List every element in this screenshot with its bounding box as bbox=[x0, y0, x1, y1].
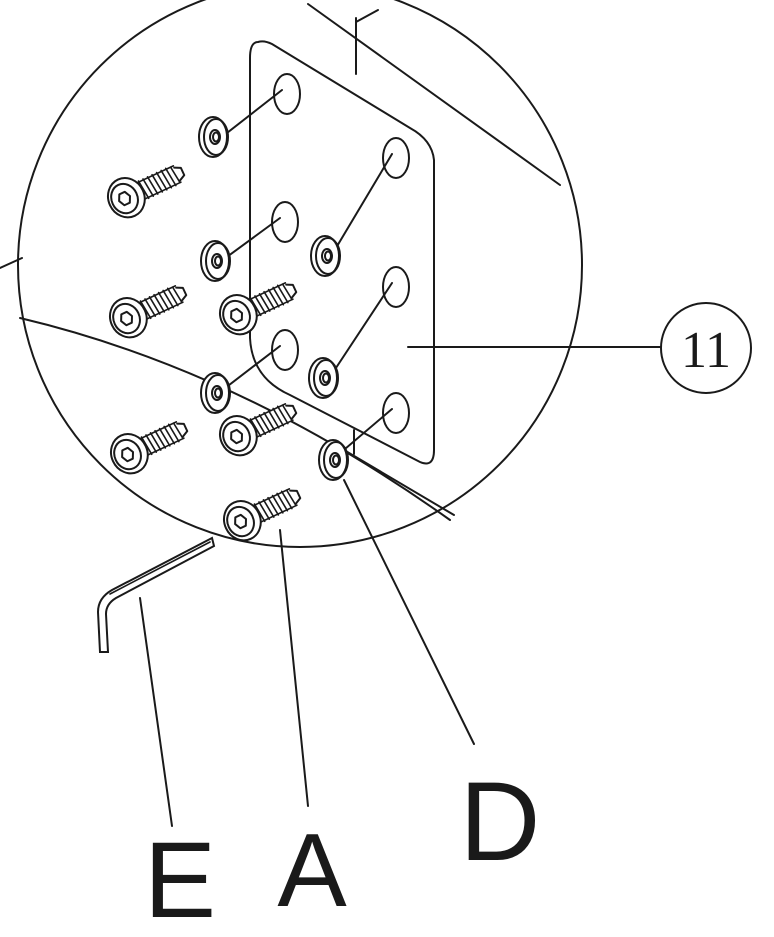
hole bbox=[382, 392, 410, 434]
hex-key bbox=[96, 536, 216, 653]
screw bbox=[102, 272, 195, 345]
washer bbox=[198, 116, 229, 158]
hex-key-edge bbox=[109, 541, 211, 595]
hole bbox=[273, 73, 301, 115]
leader-line-d bbox=[343, 479, 475, 745]
washer bbox=[200, 240, 231, 282]
plate-edge-line-2 bbox=[343, 449, 455, 516]
screw bbox=[103, 408, 196, 481]
assembly-guides bbox=[217, 89, 393, 461]
detail-circle bbox=[17, 0, 583, 548]
washer bbox=[310, 235, 341, 277]
bracket-holes bbox=[271, 73, 410, 434]
label-d: D bbox=[460, 759, 541, 884]
part-callout-circle bbox=[660, 302, 752, 394]
screw bbox=[216, 475, 309, 548]
leader-line-e bbox=[139, 597, 173, 827]
hole bbox=[271, 201, 299, 243]
label-e: E bbox=[144, 819, 216, 937]
frame-line-lower bbox=[19, 317, 451, 521]
screw bbox=[100, 152, 193, 225]
washer bbox=[200, 372, 231, 414]
hole bbox=[382, 266, 410, 308]
part-number: 11 bbox=[681, 322, 731, 379]
frame-line-top-stub bbox=[355, 9, 379, 23]
frame-line-top-diagonal bbox=[307, 3, 561, 186]
hole bbox=[271, 329, 299, 371]
label-a: A bbox=[277, 813, 347, 929]
leader-line-a bbox=[279, 529, 309, 807]
hole bbox=[382, 137, 410, 179]
washer bbox=[318, 439, 349, 481]
washer bbox=[308, 357, 339, 399]
